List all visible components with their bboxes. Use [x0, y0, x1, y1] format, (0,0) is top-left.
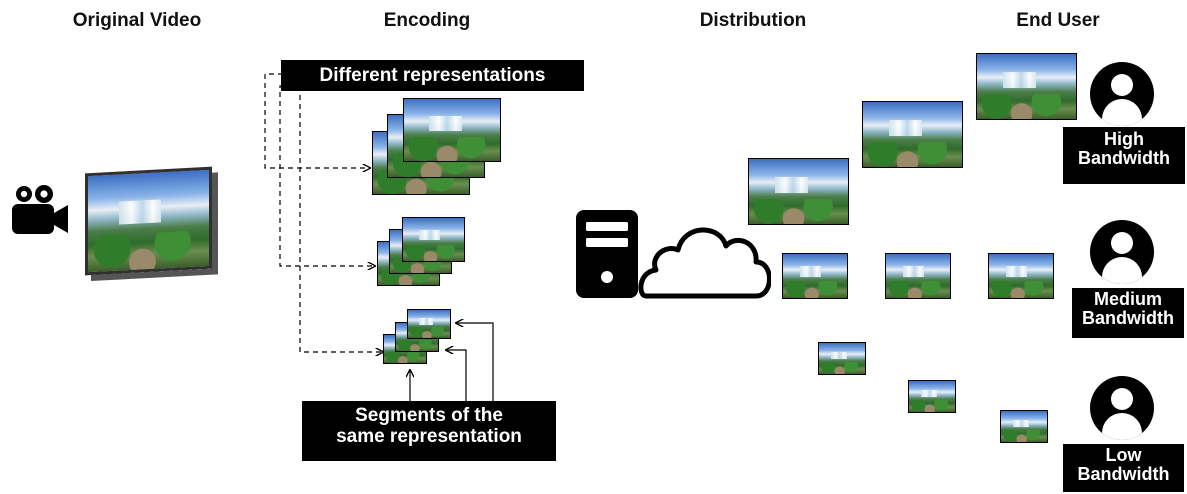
user-avatar-icon-low	[1090, 376, 1154, 440]
distributed-high-frame-3	[976, 53, 1077, 120]
user-avatar-icon-medium	[1090, 220, 1154, 284]
video-camera-icon	[12, 185, 68, 234]
header-encoding: Encoding	[383, 10, 471, 31]
segment-arrow-3	[456, 323, 494, 405]
encoded-rep-low-frame-3	[407, 309, 451, 339]
encoded-rep-high-frame-3	[403, 98, 501, 162]
medium-bandwidth-label: Medium Bandwidth	[1072, 288, 1184, 338]
distributed-medium-frame-2	[885, 253, 951, 299]
distributed-low-frame-1	[818, 342, 866, 375]
segments-label-line2: same representation	[336, 425, 522, 447]
distributed-medium-frame-1	[782, 253, 848, 299]
user-avatar-icon-high	[1090, 62, 1154, 126]
distributed-high-frame-1	[748, 158, 849, 225]
distributed-low-frame-2	[908, 380, 956, 413]
low-bandwidth-label-line1: Low	[1105, 445, 1142, 465]
low-bandwidth-label-line2: Bandwidth	[1077, 464, 1170, 485]
segments-label: Segments of the same representation	[302, 401, 556, 461]
low-bandwidth-label: Low Bandwidth	[1063, 444, 1184, 492]
medium-bandwidth-label-line1: Medium	[1093, 289, 1162, 309]
encoded-rep-medium-frame-3	[402, 217, 465, 262]
distributed-low-frame-3	[1000, 410, 1048, 443]
server-icon	[576, 210, 638, 298]
header-end-user: End User	[1016, 10, 1100, 31]
segment-arrow-2	[446, 350, 467, 405]
dashed-connector-top	[264, 73, 370, 168]
different-representations-label: Different representations	[281, 60, 584, 91]
header-original-video: Original Video	[72, 10, 202, 31]
medium-bandwidth-label-line2: Bandwidth	[1082, 308, 1174, 329]
header-distribution: Distribution	[699, 10, 807, 31]
distributed-medium-frame-3	[988, 253, 1054, 299]
dashed-connector-middle	[279, 85, 375, 266]
original-video-thumbnail	[85, 166, 212, 276]
segments-label-line1: Segments of the	[355, 405, 503, 426]
cloud-icon	[638, 227, 771, 299]
high-bandwidth-label-line2: Bandwidth	[1078, 148, 1170, 169]
distributed-high-frame-2	[862, 101, 963, 168]
high-bandwidth-label-line1: High	[1104, 129, 1144, 149]
dashed-connector-bottom	[299, 86, 383, 352]
high-bandwidth-label: High Bandwidth	[1063, 127, 1185, 184]
